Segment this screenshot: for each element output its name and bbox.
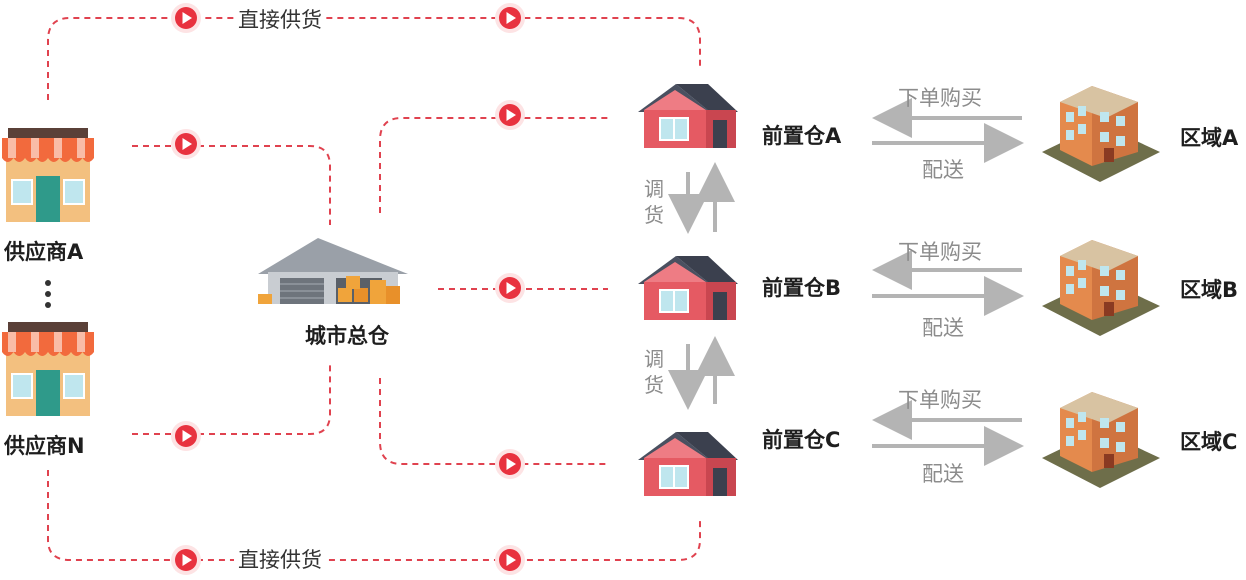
order-label-c: 下单购买 — [898, 388, 982, 412]
play-circle-icon — [171, 129, 201, 159]
route-direct-bottom — [47, 470, 701, 561]
supplier-n-storefront-icon — [1, 321, 95, 417]
front-warehouse-c-label: 前置仓C — [762, 428, 841, 452]
front-warehouse-c-house-icon — [637, 431, 739, 497]
transfer-label-bc: 调货 — [644, 347, 664, 397]
order-label-a: 下单购买 — [898, 86, 982, 110]
delivery-label-b: 配送 — [922, 316, 964, 340]
route-city-to-front-a — [379, 117, 610, 213]
front-warehouse-b-label: 前置仓B — [762, 276, 842, 300]
direct-supply-label-top: 直接供货 — [234, 4, 326, 34]
city-warehouse-icon — [257, 237, 409, 305]
play-circle-icon — [495, 449, 525, 479]
route-direct-top — [47, 17, 701, 100]
region-b-building-icon — [1042, 240, 1160, 336]
play-circle-icon — [495, 3, 525, 33]
play-circle-icon — [171, 421, 201, 451]
region-b-label: 区域B — [1180, 278, 1239, 302]
city-warehouse-label: 城市总仓 — [305, 324, 389, 348]
front-warehouse-a-house-icon — [637, 83, 739, 149]
play-circle-icon — [171, 3, 201, 33]
region-a-building-icon — [1042, 86, 1160, 182]
region-c-label: 区域C — [1180, 430, 1238, 454]
play-circle-icon — [495, 273, 525, 303]
play-circle-icon — [495, 100, 525, 130]
direct-supply-label-bottom: 直接供货 — [234, 544, 326, 574]
supply-routes — [47, 17, 701, 561]
region-a-label: 区域A — [1180, 126, 1239, 150]
order-label-b: 下单购买 — [898, 240, 982, 264]
transfer-label-ab: 调货 — [644, 177, 664, 227]
route-supplier-n-to-city — [132, 362, 331, 435]
front-warehouse-b-house-icon — [637, 255, 739, 321]
delivery-label-a: 配送 — [922, 158, 964, 182]
supplier-a-storefront-icon — [1, 127, 95, 223]
order-delivery-arrows — [872, 98, 1024, 466]
region-c-building-icon — [1042, 392, 1160, 488]
route-city-to-front-c — [379, 378, 610, 465]
supplier-a-label: 供应商A — [4, 240, 84, 264]
play-circle-icon — [171, 545, 201, 575]
ellipsis-icon — [42, 280, 54, 313]
front-warehouse-a-label: 前置仓A — [762, 124, 842, 148]
transfer-arrows — [668, 162, 735, 410]
play-circle-icon — [495, 545, 525, 575]
route-supplier-a-to-city — [132, 145, 331, 225]
delivery-label-c: 配送 — [922, 462, 964, 486]
supplier-n-label: 供应商N — [4, 434, 85, 458]
